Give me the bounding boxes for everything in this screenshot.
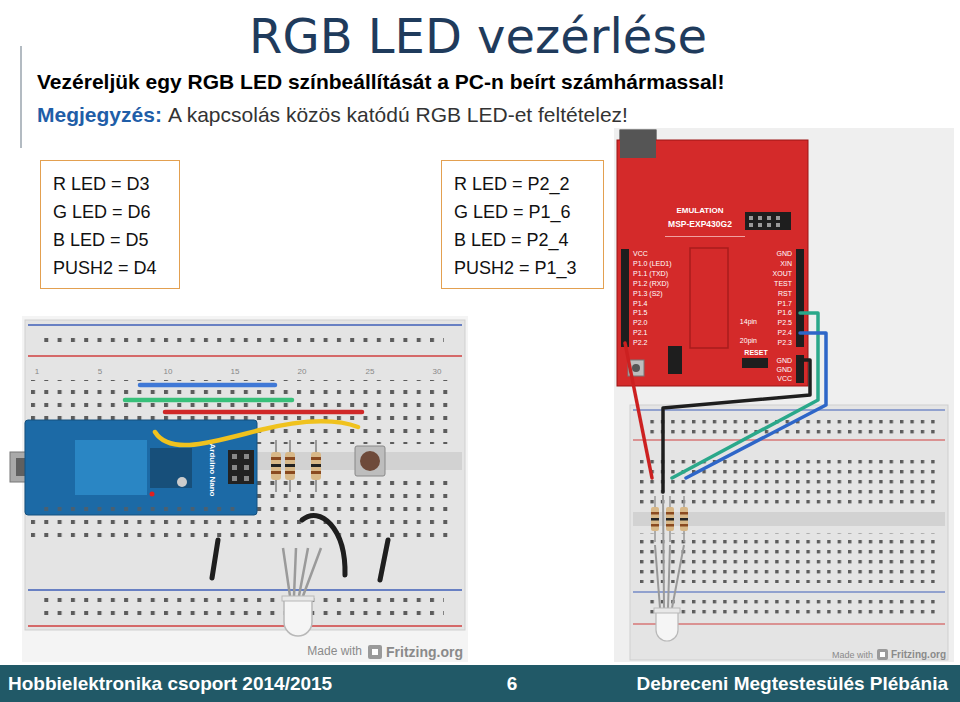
column-number: 20 [298, 367, 307, 376]
pin-label: P1.6 [778, 309, 792, 317]
pin-label: P1.3 (S2) [633, 290, 663, 298]
pin-assignment: R LED = D3 [53, 170, 169, 198]
jumper-wire [672, 313, 818, 478]
accent-line [20, 46, 22, 148]
pin-label: XIN [780, 260, 792, 268]
column-number: 30 [433, 367, 442, 376]
pin-label: P2.1 [633, 329, 647, 337]
pin-label: P2.2 [633, 339, 647, 347]
pin-label: TEST [774, 280, 792, 288]
resistor-symbol [666, 496, 674, 542]
arduino-nano-board [25, 420, 257, 515]
breadboard [25, 320, 465, 630]
jumper-wire [625, 343, 652, 478]
pin-label: GND [776, 250, 792, 258]
pin-label: RESET [744, 349, 767, 357]
jumper-wire [686, 333, 826, 478]
watermark: Fritzing.org [891, 649, 946, 661]
pin-label: VCC [633, 250, 648, 258]
pin-assignment: PUSH2 = P1_3 [454, 254, 593, 282]
jumper-wire [380, 540, 388, 580]
footer-bar [0, 665, 960, 702]
rgb-led [654, 495, 684, 641]
jumper-wire [155, 421, 358, 445]
panel-ground [614, 128, 954, 662]
resistor-symbol [651, 496, 659, 542]
jumper-wire [140, 383, 275, 388]
pin-label: P2.0 [633, 319, 647, 327]
board-text: EMULATION [677, 206, 724, 215]
watermark: Made with [832, 650, 873, 660]
watermark: Made with [307, 645, 362, 659]
column-number: 15 [231, 367, 240, 376]
pin-label: GND [776, 357, 792, 365]
column-number: 1 [35, 367, 39, 376]
note-text: A kapcsolás közös katódú RGB LED-et felt… [168, 103, 628, 127]
pin-assignment: B LED = D5 [53, 226, 169, 254]
pin-label: GND [776, 366, 792, 374]
pin-label: 20pin [740, 337, 757, 345]
pin-label: P2.5 [778, 319, 792, 327]
pin-assignment: R LED = P2_2 [454, 170, 593, 198]
jumper-wire [302, 515, 345, 575]
pin-assignment: G LED = D6 [53, 198, 169, 226]
pin-label: P2.3 [778, 339, 792, 347]
pin-label: RST [778, 290, 792, 298]
pin-label: 14pin [740, 318, 757, 326]
panel-ground [22, 316, 468, 662]
column-number: 25 [366, 367, 375, 376]
note-text: Vezéreljük egy RGB LED színbeállítását a… [37, 70, 724, 94]
pin-label: P2.4 [778, 329, 792, 337]
board-text: Arduino Nano [207, 444, 216, 497]
jumper-wire [125, 398, 292, 403]
column-number: 5 [98, 367, 102, 376]
breadboard [630, 405, 948, 660]
fritzing-icon [368, 645, 382, 659]
pin-map-box: R LED = P2_2G LED = P1_6B LED = P2_4PUSH… [441, 160, 604, 289]
resistor-symbol [680, 496, 688, 542]
pin-assignment: B LED = P2_4 [454, 226, 593, 254]
footer-text: 6 [507, 673, 518, 695]
note-text: Megjegyzés: [37, 103, 162, 127]
pin-label: P1.7 [778, 300, 792, 308]
footer-text: Hobbielektronika csoport 2014/2015 [8, 673, 332, 695]
pin-assignment: G LED = P1_6 [454, 198, 593, 226]
watermark: Fritzing.org [386, 644, 463, 660]
jumper-wire [212, 540, 218, 578]
pushbutton [355, 446, 385, 476]
rgb-led [282, 548, 321, 636]
pin-label: P1.0 (LED1) [633, 260, 672, 268]
slide-title: RGB LED vezérlése [249, 9, 707, 64]
pin-label: P1.4 [633, 300, 647, 308]
resistor-symbol [285, 440, 295, 492]
fritzing-icon [877, 649, 888, 660]
footer-text: Debreceni Megtestesülés Plébánia [636, 673, 948, 695]
msp-launchpad-board [617, 140, 808, 386]
resistor-symbol [311, 440, 321, 492]
column-number: 10 [164, 367, 173, 376]
resistor-symbol [271, 440, 281, 492]
pin-label: P1.2 (RXD) [633, 280, 669, 288]
pin-label: XOUT [773, 270, 792, 278]
pin-assignment: PUSH2 = D4 [53, 254, 169, 282]
board-text: MSP-EXP430G2 [668, 220, 732, 230]
pin-label: VCC [777, 375, 792, 383]
pin-label: P1.5 [633, 309, 647, 317]
jumper-wire [165, 410, 362, 415]
pin-map-box: R LED = D3G LED = D6B LED = D5PUSH2 = D4 [40, 160, 180, 289]
pin-label: P1.1 (TXD) [633, 270, 668, 278]
